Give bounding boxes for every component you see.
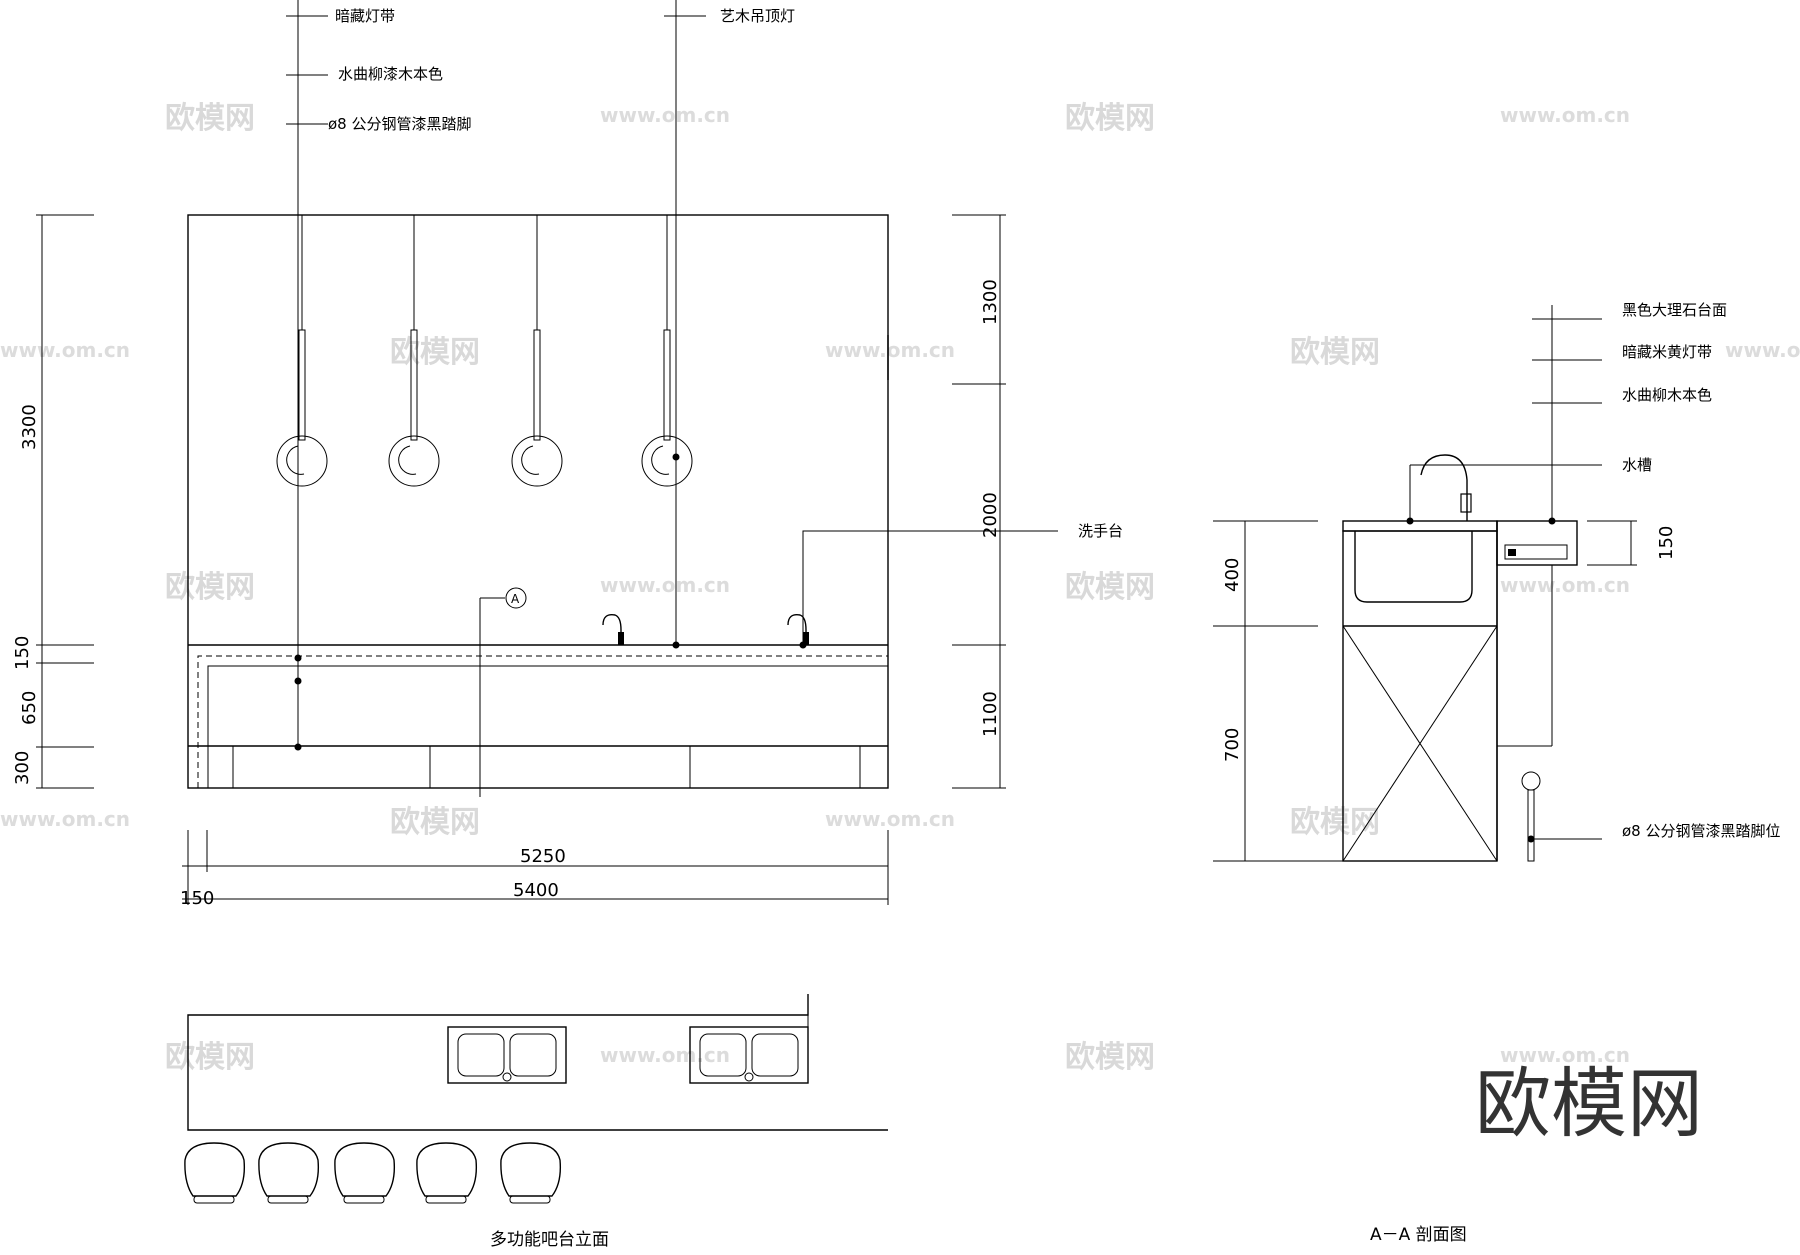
bar-elevation: 暗藏灯带 水曲柳漆木本色 ø8 公分钢管漆黑踏脚 艺木吊顶灯 洗手台 A 330… bbox=[12, 0, 1123, 909]
dim-5250: 5250 bbox=[520, 846, 566, 867]
leader-dot bbox=[294, 677, 302, 685]
dim-300: 300 bbox=[12, 751, 33, 785]
label-willow: 水曲柳木本色 bbox=[1622, 386, 1712, 404]
dim-150-section: 150 bbox=[1656, 526, 1677, 560]
watermark-logo-large: 欧模网 bbox=[1475, 1059, 1703, 1148]
watermark-logo: 欧模网 bbox=[1290, 335, 1380, 370]
label-sink: 水槽 bbox=[1622, 456, 1652, 474]
watermark-layer: 欧模网 www.om.cn 欧模网 www.om.cn www.om.cn 欧模… bbox=[0, 101, 1800, 1075]
label-pendant: 艺木吊顶灯 bbox=[720, 7, 795, 25]
pipe-icon bbox=[1521, 771, 1541, 791]
dim-150: 150 bbox=[12, 636, 33, 670]
dim-700: 700 bbox=[1222, 728, 1243, 762]
label-willow-paint: 水曲柳漆木本色 bbox=[338, 65, 443, 83]
leader-dot bbox=[799, 641, 807, 649]
label-marble: 黑色大理石台面 bbox=[1622, 301, 1727, 319]
double-sink-icon bbox=[689, 1026, 809, 1084]
watermark-url: www.om.cn bbox=[825, 338, 955, 362]
leader-dot bbox=[1548, 517, 1556, 525]
section-marker-label: A bbox=[511, 592, 520, 606]
marble-top bbox=[1342, 520, 1498, 532]
label-strip: 暗藏米黄灯带 bbox=[1622, 343, 1712, 361]
pendant-lamp bbox=[388, 215, 440, 487]
bar-stool-icon bbox=[416, 1142, 478, 1204]
faucet-icon bbox=[787, 614, 807, 645]
pendant-lamp bbox=[641, 215, 693, 487]
leader-dot bbox=[672, 641, 680, 649]
watermark-url: www.om.cn bbox=[1500, 1043, 1630, 1067]
faucet-icon bbox=[602, 614, 622, 645]
strip-light-icon bbox=[1508, 549, 1516, 556]
sink-bowl bbox=[1354, 531, 1473, 603]
leader-dot bbox=[1406, 517, 1414, 525]
bar-stool-icon bbox=[184, 1142, 246, 1204]
leader-dot bbox=[1527, 835, 1535, 843]
section-marker bbox=[505, 587, 527, 609]
cabinet-cross bbox=[1342, 625, 1498, 862]
watermark-logo: 欧模网 bbox=[165, 101, 255, 136]
dim-1300: 1300 bbox=[980, 279, 1001, 325]
bar-overhang bbox=[1496, 520, 1578, 566]
leader-dot bbox=[672, 453, 680, 461]
hidden-strip-line bbox=[197, 655, 888, 788]
watermark-url: www.om.cn bbox=[1500, 573, 1630, 597]
dim-1100: 1100 bbox=[980, 691, 1001, 737]
watermark-logo: 欧模网 bbox=[1065, 101, 1155, 136]
section-aa: 黑色大理石台面 暗藏米黄灯带 水曲柳木本色 水槽 ø8 公分钢管漆黑踏脚位 40… bbox=[1213, 301, 1781, 1245]
elevation-title: 多功能吧台立面 bbox=[490, 1230, 609, 1250]
leader-dot bbox=[294, 654, 302, 662]
label-steel-pipe: ø8 公分钢管漆黑踏脚 bbox=[328, 115, 472, 133]
faucet-base bbox=[618, 632, 624, 645]
label-pipe: ø8 公分钢管漆黑踏脚位 bbox=[1622, 822, 1781, 840]
watermark-logo: 欧模网 bbox=[390, 335, 480, 370]
counter-plan-outline bbox=[187, 994, 888, 1131]
watermark-url: www.om.cn bbox=[825, 807, 955, 831]
label-hidden-strip: 暗藏灯带 bbox=[335, 7, 395, 25]
label-washbasin: 洗手台 bbox=[1078, 522, 1123, 540]
watermark-url: www.om.cn bbox=[600, 573, 730, 597]
dim-5400: 5400 bbox=[513, 880, 559, 901]
watermark-logo: 欧模网 bbox=[390, 805, 480, 840]
dim-2000: 2000 bbox=[980, 492, 1001, 538]
dim-3300: 3300 bbox=[19, 404, 40, 450]
dim-400: 400 bbox=[1222, 558, 1243, 592]
watermark-url: www.om.cn bbox=[1725, 338, 1800, 362]
watermark-url: www.om.cn bbox=[600, 103, 730, 127]
faucet-base bbox=[803, 632, 809, 645]
cabinet-panel bbox=[207, 665, 889, 747]
watermark-logo: 欧模网 bbox=[1065, 1040, 1155, 1075]
watermark-url: www.om.cn bbox=[0, 807, 130, 831]
double-sink-icon bbox=[447, 1026, 567, 1084]
watermark-url: www.om.cn bbox=[1500, 103, 1630, 127]
watermark-logo: 欧模网 bbox=[1290, 805, 1380, 840]
section-title: A－A 剖面图 bbox=[1370, 1225, 1467, 1245]
dim-650: 650 bbox=[19, 691, 40, 725]
pendant-lamp bbox=[276, 215, 328, 487]
watermark-url: www.om.cn bbox=[600, 1043, 730, 1067]
bar-stool-icon bbox=[258, 1142, 320, 1204]
watermark-logo: 欧模网 bbox=[165, 1040, 255, 1075]
dim-150-bottom: 150 bbox=[180, 888, 214, 909]
elevation-outline bbox=[187, 214, 889, 789]
leader-line bbox=[802, 530, 1058, 645]
leader-dot bbox=[294, 743, 302, 751]
bar-stool-icon bbox=[334, 1142, 396, 1204]
bar-stool-icon bbox=[500, 1142, 562, 1204]
watermark-logo: 欧模网 bbox=[1065, 570, 1155, 605]
watermark-url: www.om.cn bbox=[0, 338, 130, 362]
watermark-logo: 欧模网 bbox=[165, 570, 255, 605]
bar-plan: 多功能吧台立面 bbox=[184, 994, 888, 1250]
pendant-lamp bbox=[511, 215, 563, 487]
